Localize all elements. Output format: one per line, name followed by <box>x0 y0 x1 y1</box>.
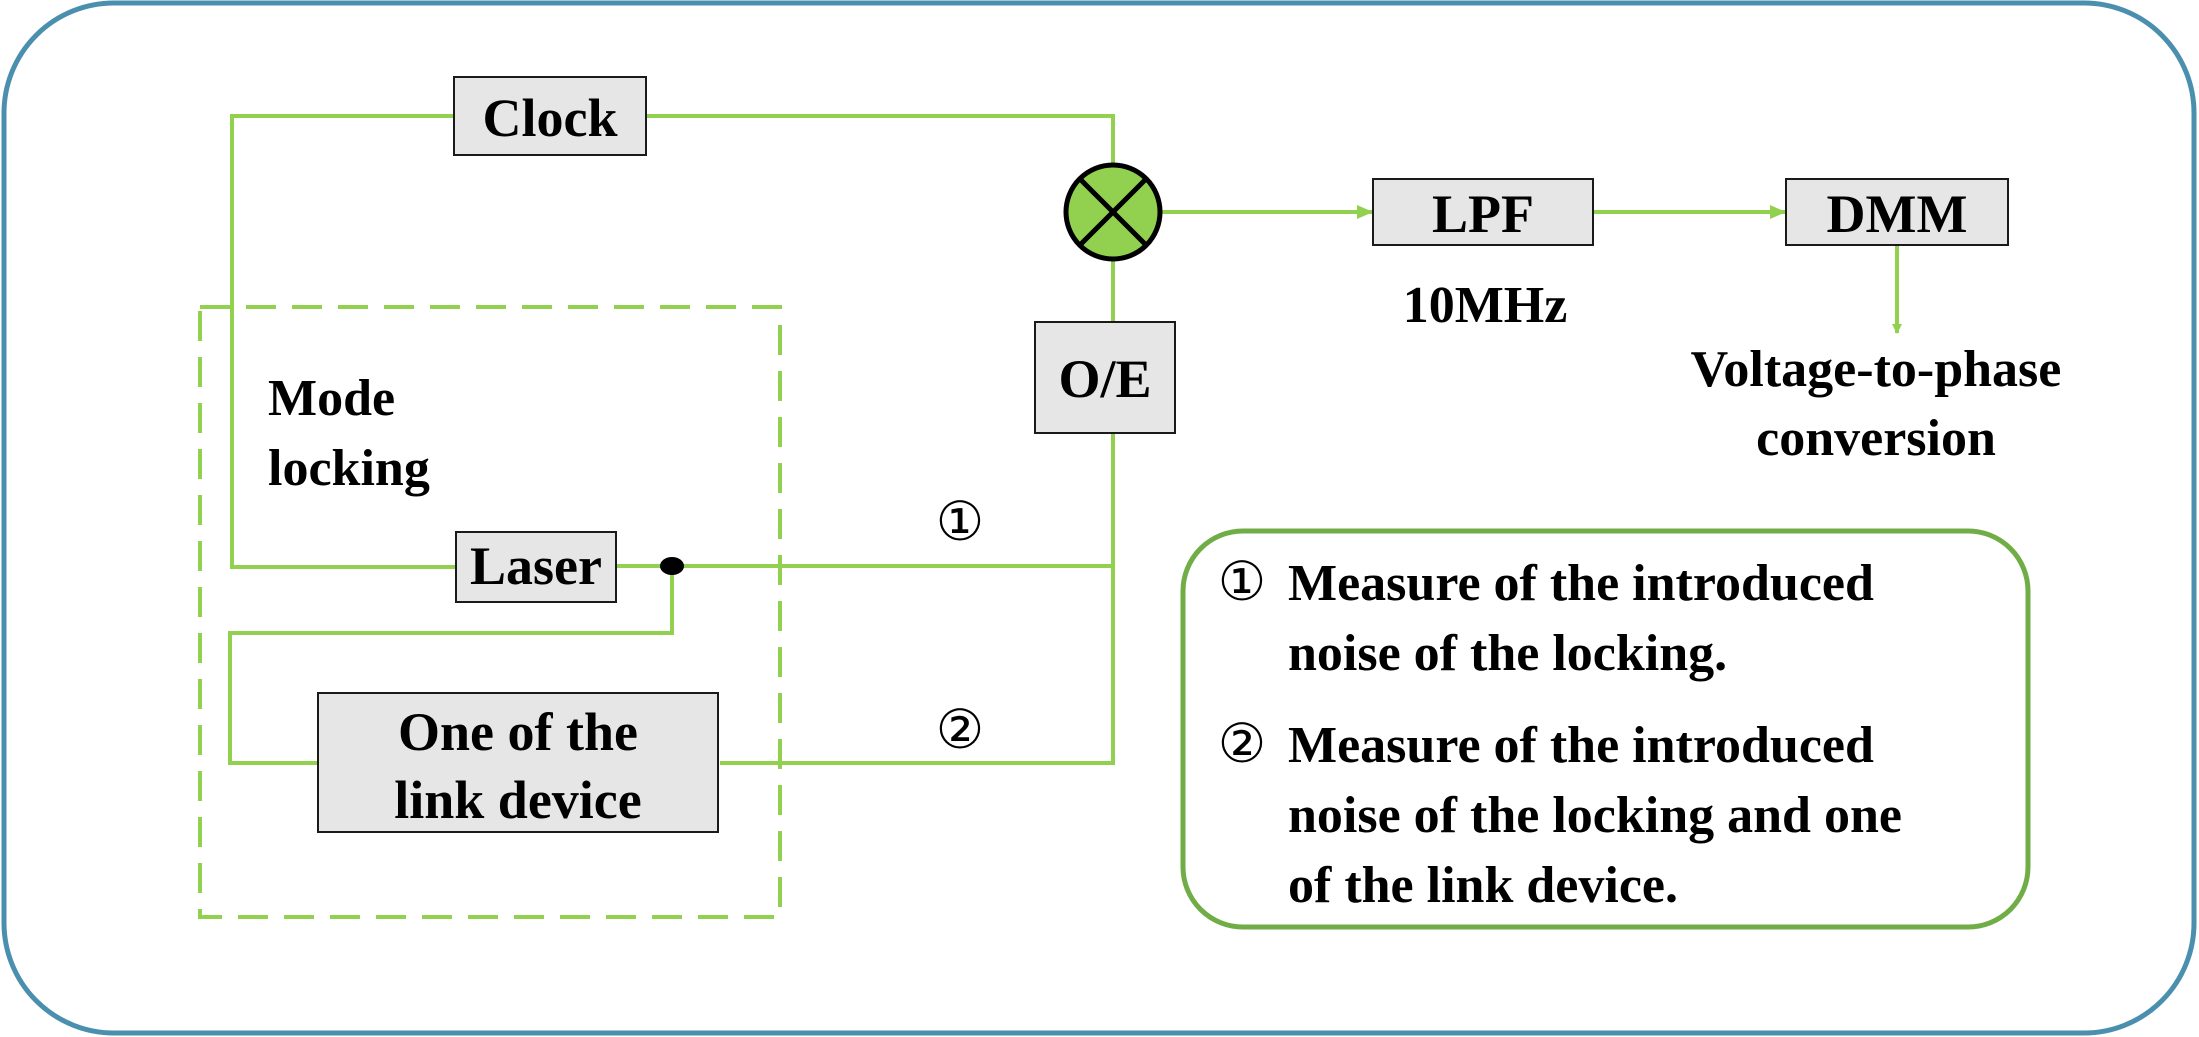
conversion-label-line1: Voltage-to-phase <box>1691 341 2062 398</box>
legend-item2-line2: noise of the locking and one <box>1288 787 1902 844</box>
link-device-block: One of the link device <box>317 692 719 833</box>
oe-block: O/E <box>1034 321 1176 434</box>
oe-to-branch-wire <box>720 433 1115 765</box>
clock-to-mixer-wire <box>646 114 1115 165</box>
lpf-frequency: 10MHz <box>1403 277 1568 334</box>
laser-label: Laser <box>470 536 602 596</box>
legend-item1-line1: Measure of the introduced <box>1288 555 1874 612</box>
legend-item1-marker: ① <box>1218 550 1266 613</box>
junction-dot <box>660 557 684 575</box>
legend-item1-line2: noise of the locking. <box>1288 625 1727 682</box>
conversion-label-line2: conversion <box>1756 410 1996 467</box>
laser-block: Laser <box>455 531 617 603</box>
link-device-label-line1: One of the <box>398 702 638 762</box>
mixer-icon <box>1063 162 1163 262</box>
legend-border <box>1180 528 2031 930</box>
clock-label: Clock <box>483 88 618 148</box>
oe-label: O/E <box>1058 349 1151 409</box>
signal-wires <box>228 114 1902 765</box>
junction-to-link-device-wire <box>228 566 674 765</box>
clock-to-laser-wire <box>230 114 456 569</box>
legend-item2-line1: Measure of the introduced <box>1288 717 1874 774</box>
legend-item2-marker: ② <box>1218 712 1266 775</box>
lpf-label: LPF <box>1432 184 1534 244</box>
path-marker-one: ① <box>936 490 984 553</box>
link-device-label-line2: link device <box>394 770 642 830</box>
dmm-label: DMM <box>1827 184 1968 244</box>
dmm-block: DMM <box>1785 178 2009 246</box>
legend: ① Measure of the introduced noise of the… <box>1180 528 2031 930</box>
mode-locking-label-line2: locking <box>268 440 430 497</box>
path-marker-two: ② <box>936 698 984 761</box>
lpf-block: LPF <box>1372 178 1594 246</box>
mode-locking-region <box>198 305 782 919</box>
clock-block: Clock <box>453 76 647 156</box>
mode-locking-label-line1: Mode <box>268 370 395 427</box>
legend-item2-line3: of the link device. <box>1288 857 1678 914</box>
